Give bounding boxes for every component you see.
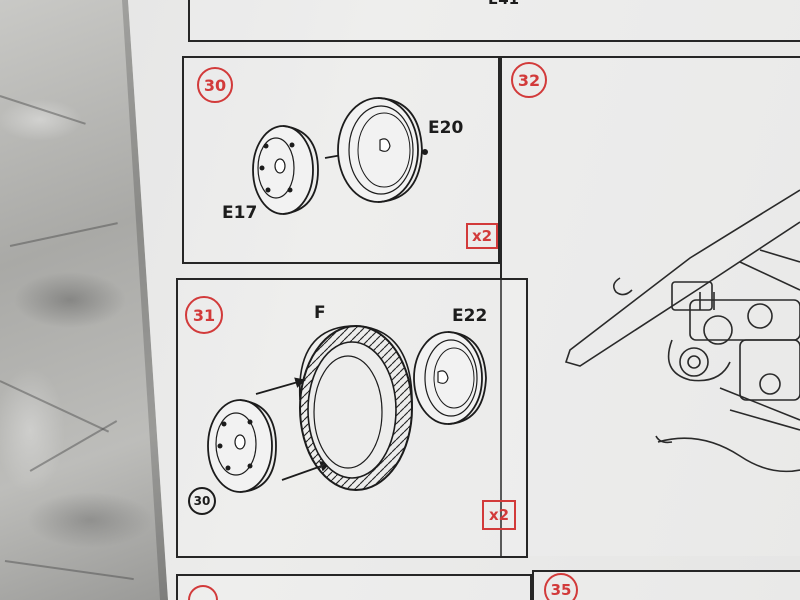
step-number-30: 30 [197,67,233,103]
panel-bottom-left [176,574,532,600]
wheel-rim-icon [337,97,428,203]
wheel-hub-icon [207,399,277,493]
step-number-32: 32 [511,62,547,98]
part-label-top: E41 [488,0,519,8]
panel-step-32 [500,56,800,556]
step-number-35: 35 [544,573,578,600]
tire-icon [298,325,413,491]
part-label-f: F [314,303,326,323]
wheel-hub-icon [252,125,319,215]
arrow-icon [255,377,307,395]
multiplier-badge-31: x2 [482,500,516,530]
multiplier-badge-30: x2 [466,223,498,249]
step-number-31: 31 [185,296,223,334]
wheel-rim-icon [413,331,487,425]
part-label-e17: E17 [222,203,258,223]
part-label-e20: E20 [428,118,464,138]
chassis-drawing [564,189,800,473]
panel-top-partial [188,0,800,42]
part-label-e22: E22 [452,306,488,326]
reference-step-30: 30 [188,487,216,515]
